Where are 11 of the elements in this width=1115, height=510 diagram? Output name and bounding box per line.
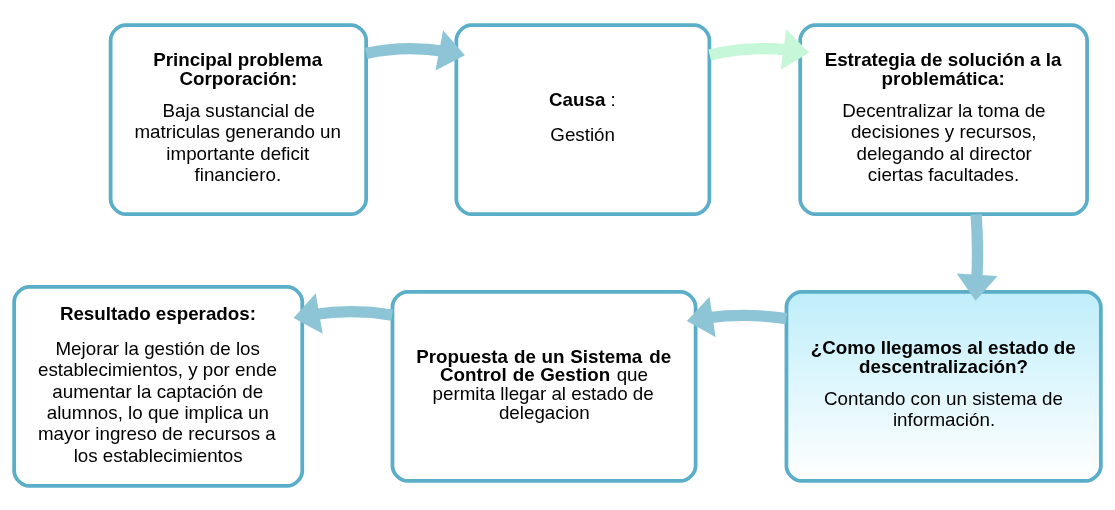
- node-box: Causa: Gestión: [454, 22, 712, 216]
- arrow: [956, 213, 998, 301]
- node-box: ¿Como llegamos al estado de descentralización? Contando con un sistema de información.: [784, 289, 1103, 483]
- arrow: [293, 292, 393, 334]
- node-box: Resultado esperados: Mejorar la gestión de los establecimientos, y por ende aumentar la captación de alumnos, lo que implica un mayor ingreso de recursos a los establecimientos: [12, 284, 305, 488]
- arrow: [686, 296, 788, 337]
- node-box: Principal problema Corporación: Baja sustancial de matriculas generando un importante deficit financiero.: [108, 22, 369, 216]
- arrow: [708, 28, 810, 70]
- arrow: [365, 29, 465, 71]
- node-box: Propuesta de un Sistema de Control de Gestion que permita llegar al estado de delegacion: [390, 289, 698, 483]
- node-box: Estrategia de solución a la problemática: Decentralizar la toma de decisiones y recursos, delegando al director ciertas facultades.: [798, 22, 1089, 216]
